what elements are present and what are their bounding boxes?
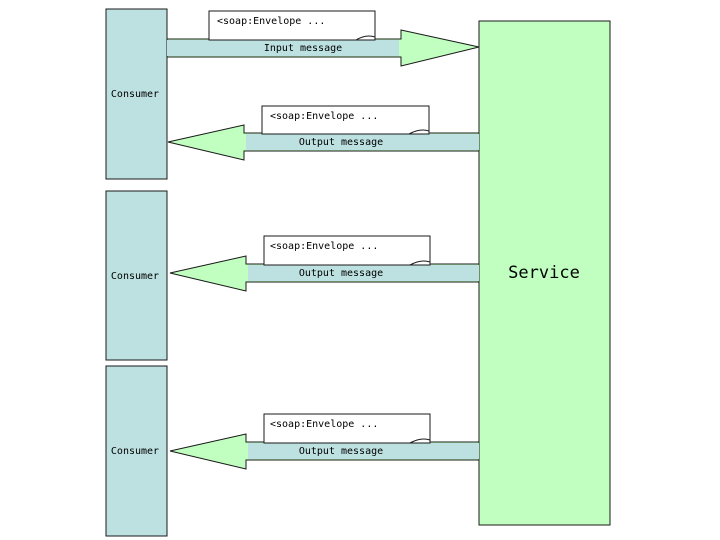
envelope-box-1: <soap:Envelope ... xyxy=(208,10,376,41)
service-box: Service xyxy=(478,20,611,526)
consumer-box-2: Consumer xyxy=(105,190,168,361)
message-label-3: Output message xyxy=(299,268,383,279)
message-label-1: Input message xyxy=(264,43,342,54)
consumer-label-2: Consumer xyxy=(111,271,159,282)
consumer-label-1: Consumer xyxy=(111,89,159,100)
envelope-box-4: <soap:Envelope ... xyxy=(263,413,431,444)
consumer-box-3: Consumer xyxy=(105,365,168,537)
envelope-text-3: <soap:Envelope ... xyxy=(270,241,378,252)
envelope-text-4: <soap:Envelope ... xyxy=(270,419,378,430)
service-label: Service xyxy=(508,263,580,283)
envelope-text-2: <soap:Envelope ... xyxy=(270,111,378,122)
consumer-box-1: Consumer xyxy=(105,8,168,180)
message-label-4: Output message xyxy=(299,446,383,457)
consumer-label-3: Consumer xyxy=(111,446,159,457)
message-label-2: Output message xyxy=(299,137,383,148)
envelope-box-3: <soap:Envelope ... xyxy=(263,235,431,266)
envelope-text-1: <soap:Envelope ... xyxy=(217,16,325,27)
envelope-box-2: <soap:Envelope ... xyxy=(261,105,430,135)
